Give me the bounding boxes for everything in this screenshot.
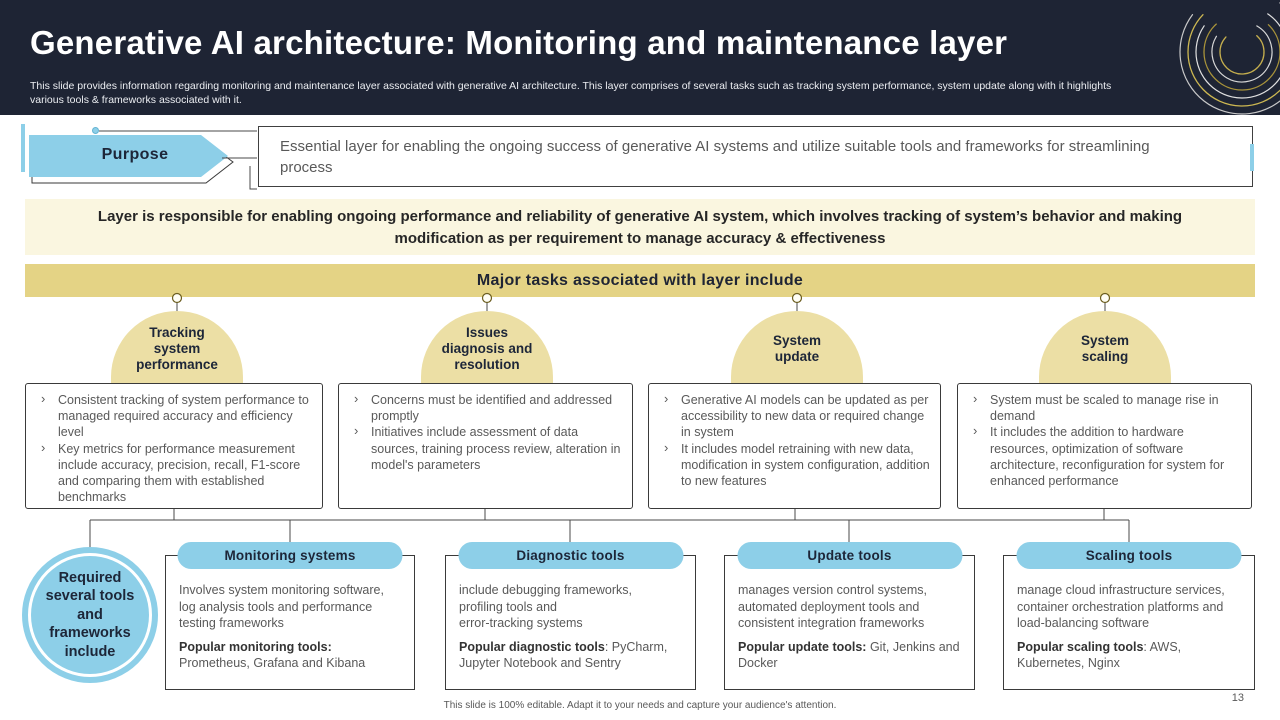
tool-pill-scaling: Scaling tools [1016,542,1242,569]
bullet-list: Concerns must be identified and addresse… [349,391,626,473]
task-petal-scaling: System scaling [1039,311,1171,389]
tool-description: Involves system monitoring software, log… [179,583,384,630]
tool-body: manages version control systems, automat… [725,556,974,672]
task-box-tracking: Consistent tracking of system performanc… [25,383,323,509]
tool-card-monitoring: Monitoring systems Involves system monit… [165,542,415,690]
tool-popular-list: Git, Jenkins and Docker [738,639,960,671]
bullet-item: Concerns must be identified and addresse… [349,391,626,424]
tool-popular-label: Popular update tools: [738,639,867,654]
task-box-update: Generative AI models can be updated as p… [648,383,941,509]
page-title: Generative AI architecture: Monitoring a… [30,24,1008,61]
tool-card-diagnostic: Diagnostic tools include debugging frame… [445,542,696,690]
tool-pill-diagnostic: Diagnostic tools [458,542,683,569]
tool-popular: Popular diagnostic tools: PyCharm, Jupyt… [459,639,683,672]
bullet-item: Initiatives include assessment of data s… [349,423,626,473]
bullet-item: Generative AI models can be updated as p… [659,391,934,441]
tool-popular-label: Popular scaling tools [1017,639,1144,654]
purpose-label: Purpose [101,146,169,163]
bullet-item: Key metrics for performance measurement … [36,440,316,506]
page-number: 13 [1231,692,1244,704]
tool-body: manage cloud infrastructure services, co… [1004,556,1254,672]
purpose-description-box: Essential layer for enabling the ongoing… [258,126,1254,187]
tool-card-scaling: Scaling tools manage cloud infrastructur… [1003,542,1255,690]
bullet-list: System must be scaled to manage rise in … [968,391,1245,489]
tools-intro-circle-fill: Required several tools and frameworks in… [31,556,149,674]
purpose-arrow-shape [29,135,234,184]
tool-description: manages version control systems, automat… [738,583,927,630]
task-petal-issues: Issues diagnosis and resolution [421,311,553,389]
tools-intro-circle: Required several tools and frameworks in… [22,547,158,683]
tool-description: manage cloud infrastructure services, co… [1017,583,1225,630]
concentric-circles-icon [1179,0,1280,115]
task-box-scaling: System must be scaled to manage rise in … [957,383,1252,509]
bullet-item: System must be scaled to manage rise in … [968,391,1245,424]
tool-popular: Popular scaling tools: AWS, Kubernetes, … [1017,639,1242,672]
tool-popular-label: Popular monitoring tools: [179,639,332,654]
bullet-item: It includes model retraining with new da… [659,440,934,490]
left-accent-bar [21,124,25,172]
bullet-list: Generative AI models can be updated as p… [659,391,934,490]
task-petal-update: System update [731,311,863,389]
tool-pill-monitoring: Monitoring systems [177,542,403,569]
tool-popular: Popular monitoring tools: Prometheus, Gra… [179,639,402,672]
purpose-box-accent [1250,144,1254,171]
tool-body: Involves system monitoring software, log… [166,556,414,672]
tool-card-update: Update tools manages version control sys… [724,542,975,690]
bullet-item: It includes the addition to hardware res… [968,423,1245,489]
tool-pill-update: Update tools [737,542,962,569]
footer-note: This slide is 100% editable. Adapt it to… [443,700,837,711]
purpose-dot [92,127,99,134]
bullet-list: Consistent tracking of system performanc… [36,391,316,506]
tool-popular-list: : AWS, Kubernetes, Nginx [1017,639,1182,671]
bullet-item: Consistent tracking of system performanc… [36,391,316,441]
responsibility-banner: Layer is responsible for enabling ongoin… [25,199,1255,255]
responsibility-text: Layer is responsible for enabling ongoin… [97,208,1183,247]
task-box-issues: Concerns must be identified and addresse… [338,383,633,509]
tool-popular: Popular update tools: Git, Jenkins and D… [738,639,962,672]
tool-description: include debugging frameworks, profiling … [459,583,633,630]
header-band: Generative AI architecture: Monitoring a… [0,0,1280,115]
task-petal-tracking: Tracking system performance [111,311,243,389]
tool-popular-list: Prometheus, Grafana and Kibana [179,656,366,670]
tool-popular-list: : PyCharm, Jupyter Notebook and Sentry [459,639,668,671]
tool-body: include debugging frameworks, profiling … [446,556,695,672]
major-tasks-banner: Major tasks associated with layer includ… [25,264,1255,297]
page-subtitle: This slide provides information regardin… [30,80,1112,106]
tool-popular-label: Popular diagnostic tools [459,639,605,654]
tools-intro-text: Required several tools and frameworks in… [45,569,135,660]
purpose-description: Essential layer for enabling the ongoing… [280,138,1150,176]
